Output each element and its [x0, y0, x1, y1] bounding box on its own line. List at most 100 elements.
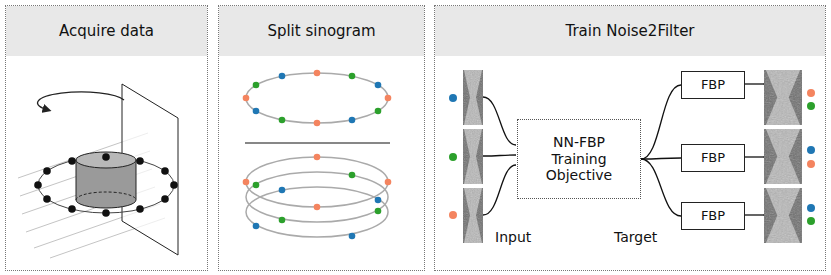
target-wires-part	[744, 83, 764, 84]
connector	[641, 85, 681, 159]
full-orbit-part	[375, 108, 382, 115]
panel-title: Train Noise2Filter	[565, 22, 694, 40]
box-label: FBP	[701, 208, 725, 224]
caption-label: Target	[614, 229, 657, 245]
panel-header: Acquire data	[6, 6, 207, 56]
full-orbit-part	[253, 108, 260, 115]
split-positions-part	[243, 179, 250, 186]
target-reconstructions-part	[764, 188, 802, 243]
target-dots-part	[807, 146, 815, 154]
input-wires-part	[483, 165, 516, 215]
rotation-arrow-part	[38, 92, 124, 110]
full-orbit-part	[385, 95, 392, 102]
input-wires	[483, 97, 516, 215]
source-positions-part	[136, 157, 144, 165]
split-positions-part	[385, 179, 392, 186]
object-cylinder-part	[76, 200, 136, 208]
target-reconstructions-part	[764, 70, 802, 125]
target-dots-part	[807, 204, 815, 212]
source-positions-part	[136, 205, 144, 213]
target-dots-part	[807, 102, 815, 110]
split-positions-part	[314, 154, 321, 161]
input-sinograms-part	[463, 70, 483, 125]
target-dots	[807, 89, 815, 225]
caption-label: Input	[495, 229, 531, 245]
target-reconstructions-part	[764, 129, 802, 184]
target-wires-part	[744, 214, 764, 215]
divider-line-part	[245, 142, 390, 143]
split-orbits	[246, 157, 388, 237]
object-cylinder	[76, 152, 136, 208]
input-sinograms-part	[463, 188, 483, 243]
full-orbit-part	[314, 70, 321, 77]
target-dots-part	[807, 217, 815, 225]
input-sinograms-part	[463, 129, 483, 184]
input-dots	[449, 94, 457, 219]
target-dots-part	[807, 160, 815, 168]
process-box: FBP	[681, 71, 745, 99]
panel-title: Acquire data	[59, 22, 154, 40]
full-orbit-part	[349, 73, 356, 80]
target-dots-part	[807, 89, 815, 97]
source-positions-part	[68, 157, 76, 165]
split-positions-part	[253, 223, 260, 230]
input-wires-part	[483, 155, 516, 156]
target-reconstructions	[764, 70, 802, 243]
panel-header: Split sinogram	[219, 6, 424, 56]
full-orbit-part	[279, 117, 286, 124]
panel: Split sinogram	[218, 5, 425, 271]
panel: Acquire data	[5, 5, 208, 271]
split-positions-part	[375, 197, 382, 204]
full-orbit-part	[279, 73, 286, 80]
panel-title: Split sinogram	[267, 22, 375, 40]
full-orbit-part	[246, 73, 388, 123]
full-orbit-part	[314, 120, 321, 127]
input-sinograms	[463, 70, 483, 243]
split-positions-part	[314, 204, 321, 211]
split-positions-part	[279, 187, 286, 194]
full-orbit-part	[253, 82, 260, 89]
panel-header: Train Noise2Filter	[435, 6, 825, 56]
split-positions-part	[279, 217, 286, 224]
box-label: FBP	[701, 77, 725, 93]
source-positions-part	[161, 167, 169, 175]
source-positions-part	[43, 195, 51, 203]
full-orbit-part	[349, 117, 356, 124]
split-orbits-part	[246, 172, 388, 222]
source-positions-part	[43, 167, 51, 175]
source-positions-part	[34, 181, 42, 189]
source-positions	[34, 153, 178, 217]
object-cylinder-part	[76, 192, 136, 200]
target-wires	[744, 84, 764, 215]
full-orbit	[243, 70, 392, 127]
object-cylinder-part	[76, 152, 136, 168]
connector	[641, 158, 681, 159]
object-cylinder-part	[136, 160, 137, 200]
source-positions-part	[170, 181, 178, 189]
connector	[641, 159, 681, 216]
split-orbits-part	[246, 187, 388, 237]
full-orbit-part	[375, 82, 382, 89]
target-wires-part	[744, 156, 764, 157]
box-label: NN-FBP Training Objective	[536, 134, 622, 184]
source-positions-part	[68, 205, 76, 213]
rotation-arrow	[38, 92, 124, 110]
object-cylinder-part	[76, 160, 77, 200]
divider-line	[245, 143, 390, 144]
input-dots-part	[449, 211, 457, 219]
process-box: FBP	[681, 202, 745, 230]
input-dots-part	[449, 94, 457, 102]
split-positions-part	[253, 182, 260, 189]
split-positions	[243, 154, 392, 240]
source-positions-part	[102, 209, 110, 217]
box-label: FBP	[701, 150, 725, 166]
process-box: FBP	[681, 144, 745, 172]
split-orbits-part	[246, 157, 388, 207]
split-positions-part	[349, 233, 356, 240]
input-wires-part	[483, 97, 516, 145]
source-positions-part	[161, 195, 169, 203]
source-positions-part	[102, 153, 110, 161]
objective-box: NN-FBP Training Objective	[517, 119, 641, 199]
input-dots-part	[449, 153, 457, 161]
split-positions-part	[349, 172, 356, 179]
